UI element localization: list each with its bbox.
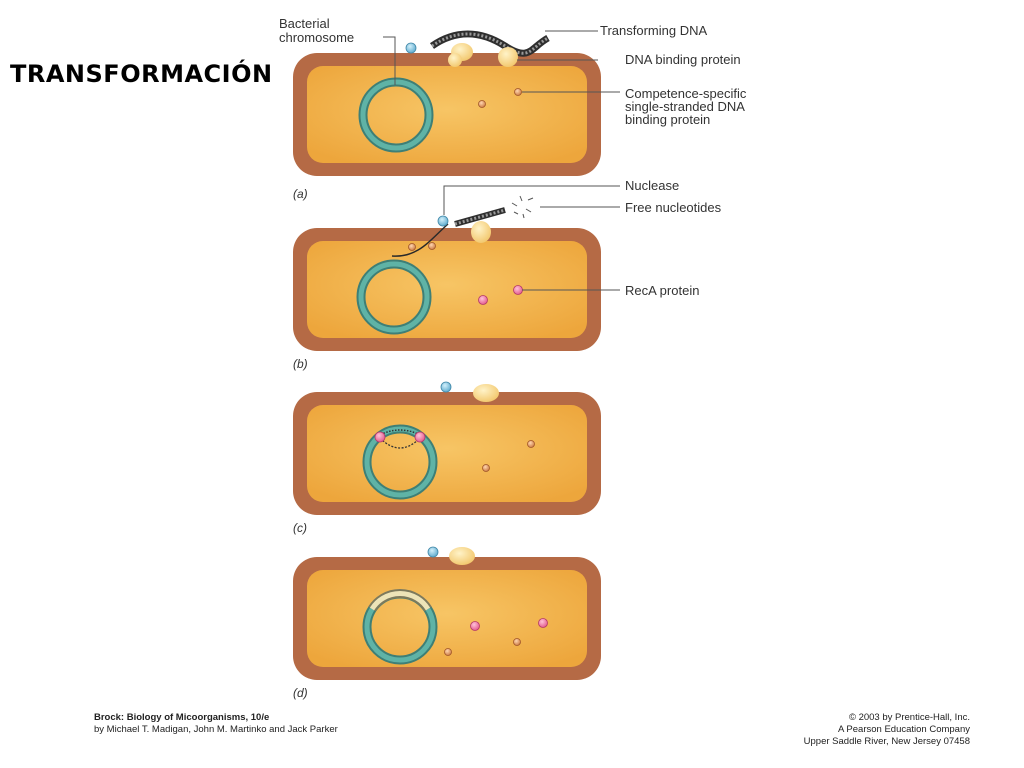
dna-binding-protein — [471, 221, 491, 243]
competence-protein — [527, 440, 535, 448]
competence-protein — [514, 88, 522, 96]
dna-binding-protein — [449, 547, 475, 565]
competence-protein — [482, 464, 490, 472]
cytoplasm — [307, 405, 587, 502]
panel-d: (d) — [293, 546, 601, 700]
label-dna-binding-protein: DNA binding protein — [625, 52, 741, 67]
cytoplasm — [307, 66, 587, 163]
label-free-nucleotides: Free nucleotides — [625, 200, 722, 215]
single-strand-dna — [391, 223, 449, 257]
label-transforming-dna: Transforming DNA — [600, 23, 707, 38]
panel-b: Nuclease Free nucleotides RecA protein (… — [293, 178, 722, 371]
reca-protein — [478, 295, 488, 305]
label-reca-protein: RecA protein — [625, 283, 699, 298]
label-bacterial-chromosome: Bacterial — [279, 16, 330, 31]
panel-label-a: (a) — [293, 187, 308, 201]
competence-protein — [513, 638, 521, 646]
publisher-address: Upper Saddle River, New Jersey 07458 — [803, 736, 970, 747]
dna-binding-protein — [473, 384, 499, 402]
reca-protein — [374, 431, 386, 443]
nuclease-protein — [437, 215, 449, 227]
panel-a: Bacterial chromosome Transforming DNA DN… — [279, 16, 747, 201]
competence-protein — [478, 100, 486, 108]
nuclease-protein — [440, 381, 452, 393]
reca-protein — [538, 618, 548, 628]
reca-protein — [513, 285, 523, 295]
dna-binding-protein — [498, 47, 518, 67]
competence-protein — [408, 243, 416, 251]
copyright: © 2003 by Prentice-Hall, Inc. — [848, 712, 970, 723]
label-nuclease: Nuclease — [625, 178, 679, 193]
panel-c: (c) — [293, 381, 601, 535]
competence-protein — [444, 648, 452, 656]
label-competence-protein: Competence-specific — [625, 86, 747, 101]
panel-label-d: (d) — [293, 686, 308, 700]
reca-protein — [470, 621, 480, 631]
panel-label-b: (b) — [293, 357, 308, 371]
free-nucleotides — [511, 195, 534, 219]
reca-protein — [414, 431, 426, 443]
competence-protein — [428, 242, 436, 250]
panel-label-c: (c) — [293, 521, 307, 535]
book-title: Brock: Biology of Micoorganisms, 10/e — [94, 712, 270, 723]
label-bacterial-chromosome: chromosome — [279, 30, 354, 45]
label-competence-protein: single-stranded DNA — [625, 99, 745, 114]
label-competence-protein: binding protein — [625, 112, 710, 127]
slide-title: TRANSFORMACIÓN — [10, 60, 273, 88]
nuclease-protein — [405, 42, 417, 54]
book-authors: by Michael T. Madigan, John M. Martinko … — [94, 724, 338, 735]
credit-left: Brock: Biology of Micoorganisms, 10/e by… — [94, 712, 338, 736]
credit-right: © 2003 by Prentice-Hall, Inc. A Pearson … — [804, 712, 970, 748]
publisher: A Pearson Education Company — [837, 724, 970, 735]
nuclease-protein — [427, 546, 439, 558]
